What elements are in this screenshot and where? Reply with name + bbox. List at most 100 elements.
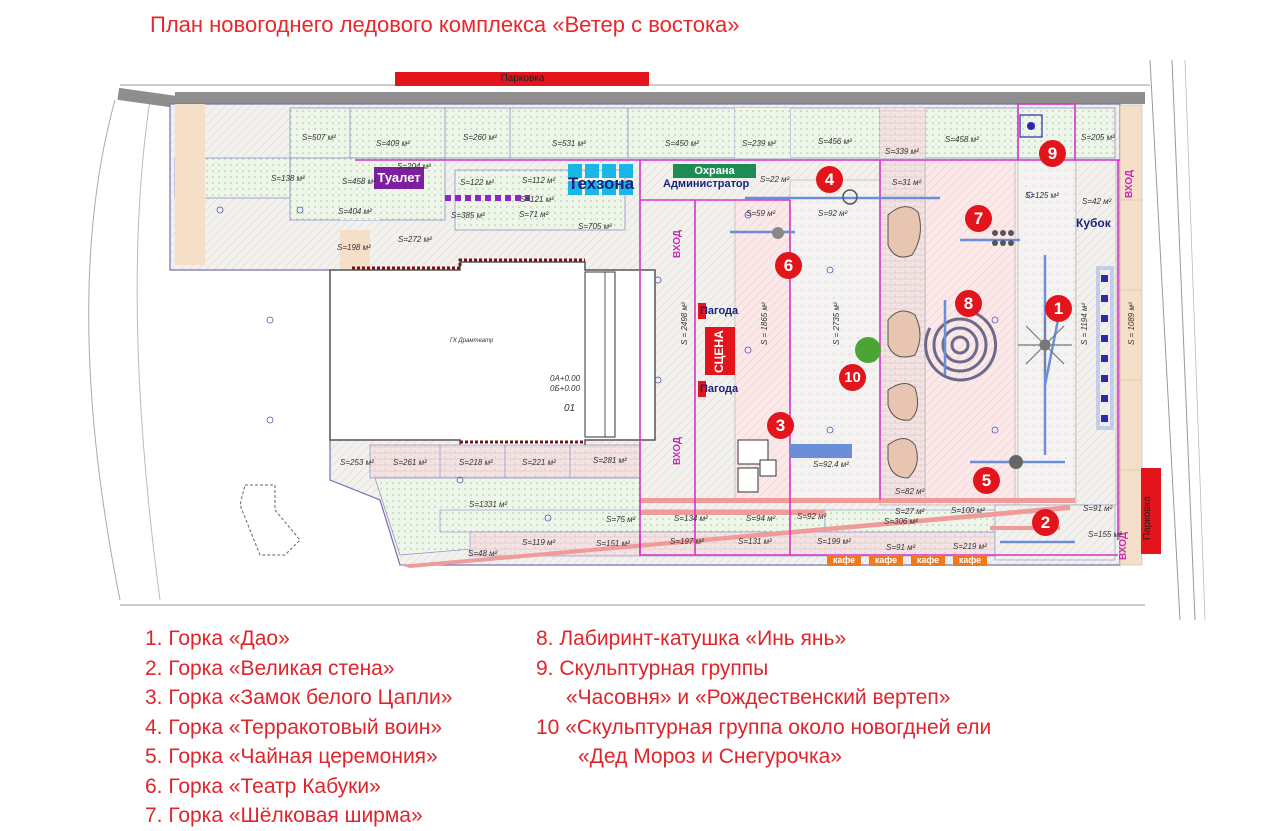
security-label: Охрана [673, 164, 756, 178]
legend-item: 6. Горка «Театр Кабуки» [145, 774, 381, 798]
area-label: S=125 м² [1025, 191, 1059, 200]
area-label: S=221 м² [522, 458, 556, 467]
area-label: S=155 м² [1088, 530, 1122, 539]
dao-sculpture [1018, 318, 1072, 372]
area-label: S=198 м² [337, 243, 371, 252]
cafe-1: кафе [827, 555, 861, 566]
cup-label: Кубок [1076, 216, 1111, 230]
elevation-a: 0А+0.00 [550, 374, 581, 383]
area-label: S=27 м² [895, 507, 925, 516]
area-label: S=239 м² [742, 139, 776, 148]
area-label: S=450 м² [665, 139, 699, 148]
area-label: S=507 м² [302, 133, 336, 142]
pagoda-label-1: Пагода [700, 305, 739, 317]
area-label: S=458 м² [945, 135, 979, 144]
marker-10: 10 [839, 364, 866, 391]
legend-left: 1. Горка «Дао» 2. Горка «Великая стена» … [145, 624, 452, 831]
legend-item: «Часовня» и «Рождественский вертеп» [566, 686, 951, 709]
area-label: S=151 м² [596, 539, 630, 548]
labyrinth-spiral [924, 308, 998, 382]
area-label: S=122 м² [460, 178, 494, 187]
cafe-4: кафе [953, 555, 987, 566]
area-label: S=197 м² [670, 537, 704, 546]
cup-column [1101, 275, 1108, 422]
legend-item: 5. Горка «Чайная церемония» [145, 745, 438, 768]
area-label: S=531 м² [552, 139, 586, 148]
legend-item: 1. Горка «Дао» [145, 627, 290, 650]
legend-item: 3. Горка «Замок белого Цапли» [145, 686, 453, 709]
area-label: S=281 м² [593, 456, 627, 465]
area-label: S=42 м² [1082, 197, 1112, 206]
area-label: S=260 м² [463, 133, 497, 142]
cafe-3: кафе [911, 555, 945, 566]
area-label: S=253 м² [340, 458, 374, 467]
area-label: S=100 м² [951, 506, 985, 515]
elevation-b: 0Б+0.00 [550, 384, 580, 393]
stage-label: СЦЕНА [712, 330, 726, 373]
area-label: S=339 м² [885, 147, 919, 156]
cafe-2: кафе [869, 555, 903, 566]
pagoda-label-2: Пагода [700, 383, 739, 395]
area-label: S=119 м² [522, 538, 556, 547]
area-label: S=131 м² [738, 537, 772, 546]
area-label: S=199 м² [817, 537, 851, 546]
theater-building [329, 261, 656, 448]
area-label: S=48 м² [468, 549, 498, 558]
legend-item: 9. Скульптурная группы [536, 656, 769, 680]
area-label: S=91 м² [886, 543, 916, 552]
area-label: S=272 м² [398, 235, 432, 244]
marker-2: 2 [1032, 509, 1059, 536]
area-label: S=91 м² [1083, 504, 1113, 513]
area-label: S=121 м² [520, 195, 554, 204]
marker-8: 8 [955, 290, 982, 317]
area-label: S=705 м² [578, 222, 612, 231]
area-label: S=385 м² [451, 211, 485, 220]
legend-item: 10 «Скульптурная группа около новогдней … [536, 715, 992, 739]
marker-7: 7 [965, 205, 992, 232]
area-label: S=82 м² [895, 487, 925, 496]
marker-4: 4 [816, 166, 843, 193]
area-label-vertical: S = 2498 м² [680, 302, 689, 345]
entrance-label-3: ВХОД [1124, 169, 1135, 198]
legend-item: 7. Горка «Шёлковая ширма» [145, 804, 423, 827]
area-label: S=458 м² [342, 177, 376, 186]
legend-item: «Дед Мороз и Снегурочка» [578, 745, 842, 768]
area-label: S=112 м² [522, 176, 556, 185]
techzone-blocks [568, 164, 633, 195]
area-label: S=205 м² [1081, 133, 1115, 142]
area-label: S=92 м² [797, 512, 827, 521]
techzone-label: Техзона [568, 174, 635, 193]
area-label: S=204 м² [397, 162, 431, 171]
legend-item: 4. Горка «Терракотовый воин» [145, 715, 443, 739]
small-sculptures [772, 189, 1023, 469]
area-label: S=92 м² [818, 209, 848, 218]
christmas-tree [855, 337, 881, 363]
parking-top-label: Парковка [500, 73, 545, 84]
admin-label: Администратор [663, 178, 750, 190]
ice-sculptures [887, 206, 921, 479]
area-label: S=218 м² [459, 458, 493, 467]
legend-item: 2. Горка «Великая стена» [145, 656, 395, 680]
legend-right: 8. Лабиринт-катушка «Инь янь» 9. Скульпт… [536, 624, 991, 772]
parking-top-bar [395, 72, 649, 86]
area-label: S=138 м² [271, 174, 305, 183]
area-label: S=219 м² [953, 542, 987, 551]
marker-5: 5 [973, 467, 1000, 494]
marker-1: 1 [1045, 295, 1072, 322]
area-label: S=71 м² [519, 210, 549, 219]
stage-box [705, 327, 735, 375]
area-label: S=261 м² [393, 458, 427, 467]
area-label: S=404 м² [338, 207, 372, 216]
toilet-label: Туалет [374, 167, 424, 189]
area-label-vertical: S = 2735 м² [832, 302, 841, 345]
area-label: S=92.4 м² [813, 460, 849, 469]
pagoda-marker-1 [698, 303, 706, 319]
area-label: S=22 м² [760, 175, 790, 184]
area-label: S=59 м² [746, 209, 776, 218]
area-label-vertical: S = 1865 м² [760, 302, 769, 345]
marker-9: 9 [1039, 140, 1066, 167]
map-title: План новогоднего ледового комплекса «Вет… [150, 12, 740, 37]
pagoda-marker-2 [698, 381, 706, 397]
castle-structure [737, 439, 777, 493]
